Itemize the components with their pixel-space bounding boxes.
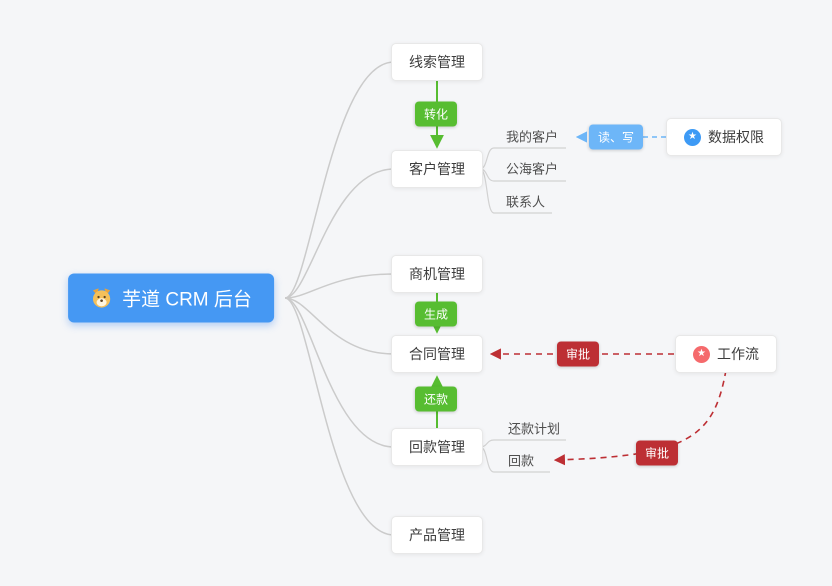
root-node: 芋道 CRM 后台 [68,273,274,323]
badge-convert: 转化 [414,101,458,127]
badge-approve-contract: 审批 [556,341,600,367]
node-payment-management: 回款管理 [391,428,483,466]
star-icon: ★ [693,345,710,363]
badge-generate: 生成 [414,301,458,327]
leaf-repayment-plan: 还款计划 [508,421,561,437]
badge-approve-payment: 审批 [635,440,679,466]
leaf-my-customers: 我的客户 [506,129,559,145]
data-permission-label: 数据权限 [708,129,764,145]
root-branches [284,61,395,536]
dog-icon [90,287,113,310]
node-product-management: 产品管理 [391,516,483,554]
leaf-public-customers: 公海客户 [506,161,559,177]
badge-read-write: 读、写 [588,124,644,150]
node-contract-management: 合同管理 [391,335,483,373]
leaf-contacts: 联系人 [506,194,546,210]
node-customer-management: 客户管理 [391,150,483,188]
workflow-label: 工作流 [717,346,759,362]
star-icon: ★ [684,128,701,146]
badge-repay: 还款 [414,386,458,412]
node-workflow: ★ 工作流 [675,335,777,373]
node-lead-management: 线索管理 [391,43,483,81]
node-opportunity-management: 商机管理 [391,255,483,293]
leaf-repayment: 回款 [508,453,535,469]
root-label: 芋道 CRM 后台 [122,289,252,311]
node-data-permission: ★ 数据权限 [666,118,782,156]
approval-arrow-payment [553,369,727,466]
